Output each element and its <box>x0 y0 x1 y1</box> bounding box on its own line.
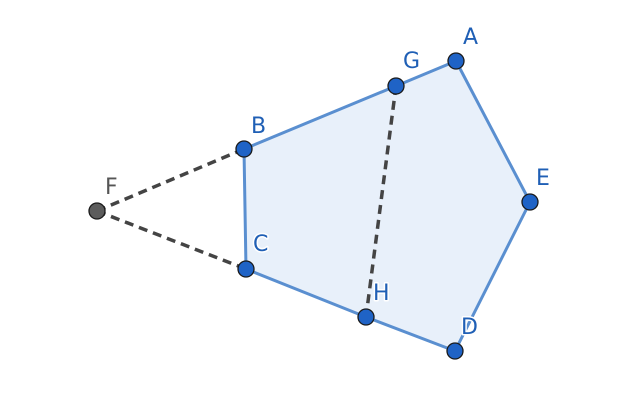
point-f[interactable] <box>88 202 106 220</box>
dashed-segment-fc <box>96 209 247 271</box>
label-a: A <box>463 25 478 50</box>
point-e[interactable] <box>521 193 539 211</box>
pentagon-polygon <box>242 59 532 353</box>
labels-layer: A B C D E F G H <box>104 24 552 342</box>
dashed-segments <box>96 85 398 318</box>
points-layer <box>88 52 539 360</box>
label-f: F <box>105 175 118 200</box>
label-g: G <box>403 49 420 74</box>
dashed-segment-fb <box>96 147 245 213</box>
label-d: D <box>461 315 478 340</box>
label-c: C <box>253 232 268 257</box>
point-d[interactable] <box>446 342 464 360</box>
label-h: H <box>373 281 390 306</box>
point-h[interactable] <box>357 308 375 326</box>
point-g[interactable] <box>387 77 405 95</box>
dashed-segment-gh <box>364 85 398 318</box>
label-b: B <box>251 114 266 139</box>
point-b[interactable] <box>235 140 253 158</box>
point-c[interactable] <box>237 260 255 278</box>
label-e: E <box>536 166 550 191</box>
point-a[interactable] <box>447 52 465 70</box>
